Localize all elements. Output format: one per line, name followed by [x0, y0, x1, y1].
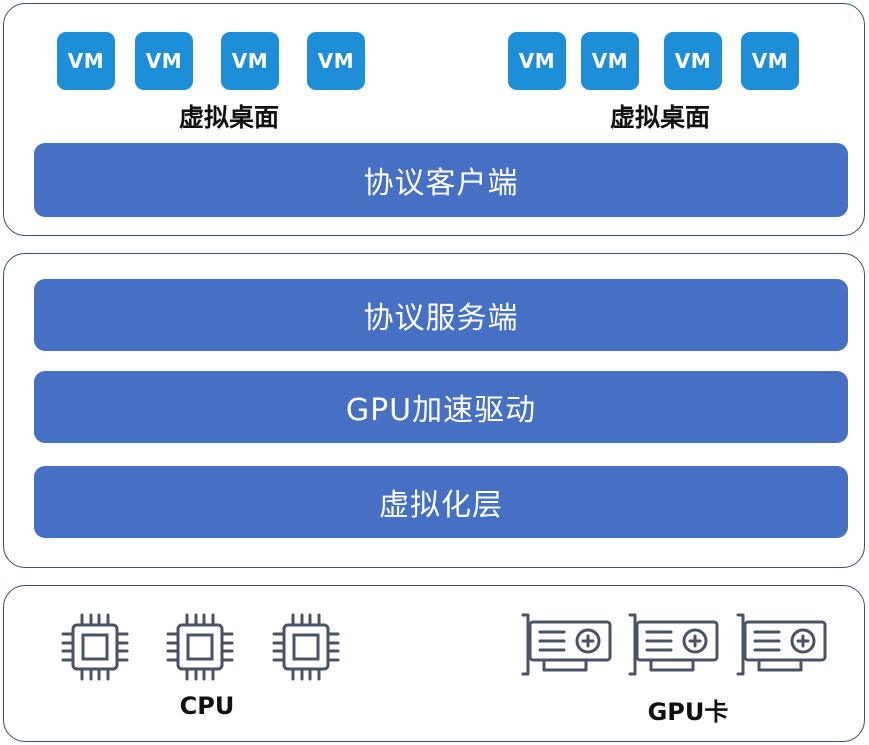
- cpu-label: CPU: [179, 692, 235, 720]
- cpu-icon: [61, 613, 129, 681]
- gpu-card-icon: [521, 613, 612, 676]
- vm-tile: VM: [581, 32, 639, 90]
- virtualization-layer: 虚拟化层: [34, 466, 848, 538]
- right-desktop-group-label: 虚拟桌面: [609, 103, 710, 132]
- protocol-server-layer: 协议服务端: [34, 279, 848, 351]
- protocol-client-layer: 协议客户端: [34, 143, 848, 217]
- vm-tile: VM: [741, 32, 799, 90]
- server-panel: 协议服务端 GPU加速驱动 虚拟化层: [3, 253, 865, 568]
- gpu-driver-layer: GPU加速驱动: [34, 371, 848, 443]
- client-panel: VM VM VM VM 虚拟桌面 VM VM VM VM 虚拟桌面 协议客户端: [3, 3, 865, 236]
- vm-tile: VM: [664, 32, 722, 90]
- gpu-label: GPU卡: [647, 698, 729, 726]
- vm-tile: VM: [135, 32, 193, 90]
- vm-tile: VM: [221, 32, 279, 90]
- gpu-card-icon: [736, 613, 827, 676]
- vm-tile: VM: [508, 32, 566, 90]
- vm-tile: VM: [307, 32, 365, 90]
- left-desktop-group-label: 虚拟桌面: [178, 103, 279, 132]
- cpu-icon: [272, 613, 340, 681]
- vm-tile: VM: [57, 32, 115, 90]
- gpu-card-icon: [628, 613, 719, 676]
- hardware-panel: [3, 585, 865, 742]
- cpu-icon: [166, 613, 234, 681]
